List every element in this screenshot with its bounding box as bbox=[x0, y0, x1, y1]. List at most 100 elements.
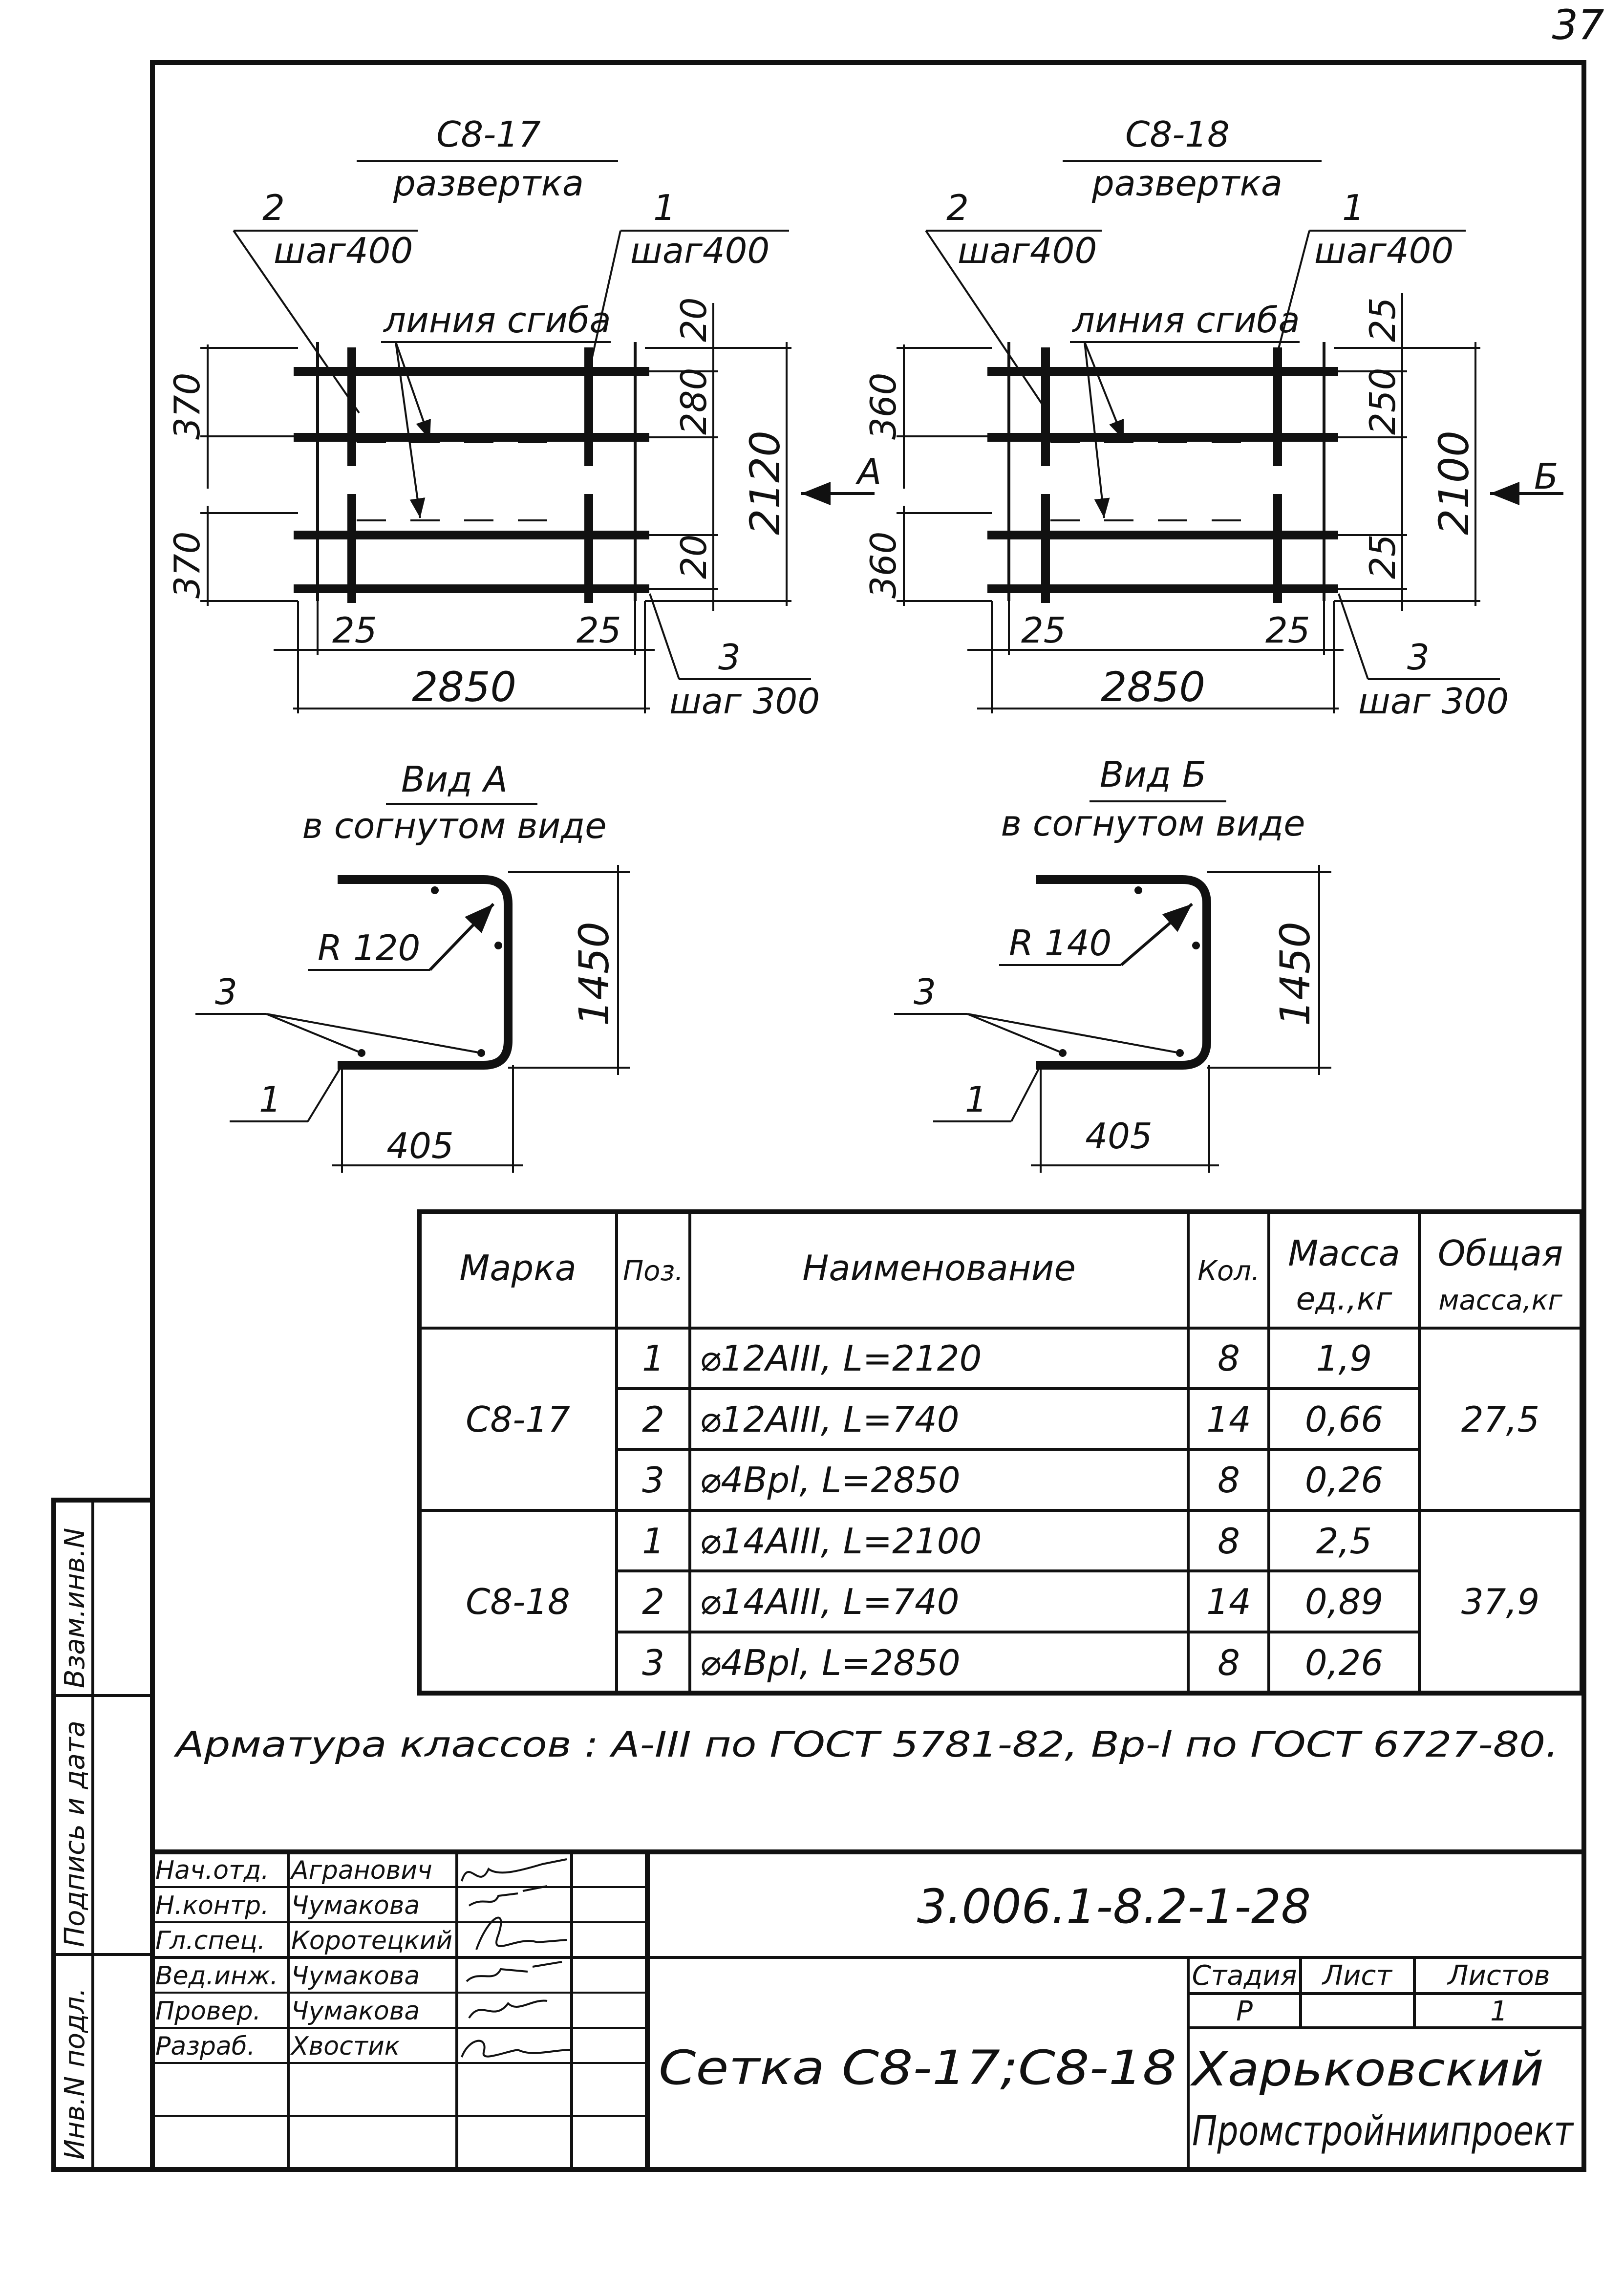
dim-left-top: 360 bbox=[863, 373, 904, 440]
view-radius: R 120 bbox=[318, 927, 420, 968]
drawing-subtitle: развертка bbox=[393, 163, 584, 204]
document-code: 3.006.1-8.2-1-28 bbox=[917, 1879, 1311, 1934]
row-qty: 8 bbox=[1218, 1521, 1240, 1562]
dim-total-height: 2120 bbox=[741, 430, 789, 535]
row-unit-mass: 0,66 bbox=[1305, 1399, 1383, 1440]
row-qty: 8 bbox=[1218, 1338, 1240, 1379]
sheet-header: Лист bbox=[1322, 1960, 1392, 1992]
view-b: Вид Б в согнутом виде R 140 1450 3 1 405 bbox=[894, 754, 1331, 1173]
title-block: Нач.отд. Агранович Н.контр. Чумакова Гл.… bbox=[152, 1849, 1584, 2170]
pos1-step: шаг400 bbox=[630, 230, 769, 271]
drawing-subtitle: развертка bbox=[1091, 163, 1282, 204]
pos2-label: 2 bbox=[262, 187, 285, 228]
view-subtitle: в согнутом виде bbox=[1001, 803, 1305, 844]
pos2-step: шаг400 bbox=[274, 230, 413, 271]
side-stamp: Взам.инв.N Подпись и дата Инв.N подл. bbox=[51, 1498, 155, 2172]
row-pos: 2 bbox=[642, 1399, 664, 1440]
bend-line-label: линия сгиба bbox=[1071, 300, 1300, 341]
sig-name: Хвостик bbox=[290, 2032, 400, 2061]
dim-bottom-right: 25 bbox=[1265, 610, 1310, 651]
bend-line-label: линия сгиба bbox=[383, 300, 611, 341]
sig-role: Нач.отд. bbox=[155, 1856, 269, 1885]
spec-table: Марка Поз. Наименование Кол. Масса ед.,к… bbox=[417, 1209, 1584, 1696]
sig-name: Чумакова bbox=[291, 1961, 420, 1991]
header-pos: Поз. bbox=[623, 1255, 684, 1287]
view-title: Вид Б bbox=[1100, 754, 1206, 795]
pos3-step: шаг 300 bbox=[1358, 681, 1509, 722]
row-name: ⌀14АIII, L=2100 bbox=[700, 1521, 982, 1562]
dim-right-top: 20 bbox=[673, 297, 714, 342]
view-height: 1450 bbox=[1271, 922, 1319, 1026]
drawing-name: Сетка С8-17;С8-18 bbox=[659, 2041, 1176, 2095]
sig-role: Разраб. bbox=[155, 2032, 255, 2061]
header-qty: Кол. bbox=[1197, 1255, 1260, 1287]
reinforcement-note: Арматура классов : А-III по ГОСТ 5781-82… bbox=[173, 1724, 1559, 1765]
dim-left-bottom: 370 bbox=[167, 532, 208, 599]
pos1-label: 1 bbox=[1342, 187, 1365, 228]
sheets-header: Листов bbox=[1447, 1960, 1550, 1992]
sig-name: Коротецкий bbox=[291, 1926, 452, 1955]
sig-name: Агранович bbox=[290, 1856, 432, 1885]
sig-name: Чумакова bbox=[291, 1997, 420, 2026]
row-pos: 3 bbox=[642, 1642, 664, 1683]
dim-right-bottom: 25 bbox=[1362, 534, 1403, 579]
row-name: ⌀12АIII, L=740 bbox=[700, 1399, 960, 1440]
handwritten-signatures bbox=[461, 1858, 572, 2058]
header-unit-mass-2: ед.,кг bbox=[1296, 1281, 1392, 1317]
drawing-c8-17: С8-17 развертка 2 шаг400 1 шаг400 линия … bbox=[167, 114, 881, 722]
pos2-label: 2 bbox=[946, 187, 969, 228]
row-unit-mass: 1,9 bbox=[1316, 1338, 1372, 1379]
view-width: 405 bbox=[1085, 1116, 1152, 1157]
sig-role: Вед.инж. bbox=[155, 1961, 278, 1991]
dim-left-bottom: 360 bbox=[863, 532, 904, 599]
group-mark: С8-17 bbox=[466, 1399, 570, 1440]
dim-right-mid: 280 bbox=[673, 368, 714, 435]
row-pos: 3 bbox=[642, 1460, 664, 1501]
view-pos1: 1 bbox=[965, 1079, 987, 1120]
org-line1: Харьковский bbox=[1189, 2042, 1544, 2097]
sig-role: Н.контр. bbox=[155, 1891, 269, 1920]
view-arrow-a: А bbox=[855, 451, 881, 492]
row-unit-mass: 0,89 bbox=[1305, 1581, 1383, 1622]
row-unit-mass: 2,5 bbox=[1316, 1521, 1372, 1562]
dim-bottom-left: 25 bbox=[332, 610, 377, 651]
row-name: ⌀4Врl, L=2850 bbox=[700, 1460, 961, 1501]
pos3-label: 3 bbox=[1407, 637, 1430, 678]
view-pos1: 1 bbox=[259, 1079, 281, 1120]
row-name: ⌀14АIII, L=740 bbox=[700, 1581, 960, 1622]
view-subtitle: в согнутом виде bbox=[302, 805, 607, 846]
header-mark: Марка bbox=[459, 1247, 577, 1289]
side-inv-podl: Инв.N подл. bbox=[59, 1988, 91, 2160]
view-a: Вид А в согнутом виде R 120 1450 3 1 405 bbox=[195, 759, 630, 1173]
pos3-step: шаг 300 bbox=[669, 681, 820, 722]
side-vzam-inv: Взам.инв.N bbox=[59, 1528, 91, 1688]
pos2-step: шаг400 bbox=[958, 230, 1097, 271]
header-name: Наименование bbox=[802, 1247, 1076, 1289]
stage-header: Стадия bbox=[1192, 1960, 1297, 1992]
row-qty: 14 bbox=[1206, 1581, 1251, 1622]
dim-right-bottom: 20 bbox=[673, 534, 714, 579]
pos3-label: 3 bbox=[718, 637, 741, 678]
header-total-mass-2: масса,кг bbox=[1438, 1285, 1562, 1316]
dim-bottom-left: 25 bbox=[1021, 610, 1066, 651]
dim-left-top: 370 bbox=[167, 373, 208, 440]
drawing-c8-18: С8-18 развертка 2 шаг400 1 шаг400 линия … bbox=[863, 114, 1563, 722]
row-pos: 1 bbox=[642, 1338, 664, 1379]
row-name: ⌀4Врl, L=2850 bbox=[700, 1642, 961, 1683]
sig-name: Чумакова bbox=[291, 1891, 420, 1920]
row-unit-mass: 0,26 bbox=[1305, 1642, 1383, 1683]
row-pos: 1 bbox=[642, 1521, 664, 1562]
view-pos3: 3 bbox=[215, 971, 237, 1012]
pos1-label: 1 bbox=[653, 187, 676, 228]
sheets-value: 1 bbox=[1490, 1996, 1508, 2027]
dim-bottom-right: 25 bbox=[577, 610, 621, 651]
row-qty: 8 bbox=[1218, 1460, 1240, 1501]
page-number: 37 bbox=[1552, 1, 1604, 49]
row-name: ⌀12АIII, L=2120 bbox=[700, 1338, 982, 1379]
org-line2: Промстройниипроект bbox=[1192, 2107, 1574, 2155]
sig-role: Гл.спец. bbox=[155, 1926, 265, 1955]
sheet-frame bbox=[150, 60, 1586, 2172]
group-total-mass: 37,9 bbox=[1461, 1581, 1539, 1622]
header-unit-mass-1: Масса bbox=[1288, 1233, 1400, 1274]
